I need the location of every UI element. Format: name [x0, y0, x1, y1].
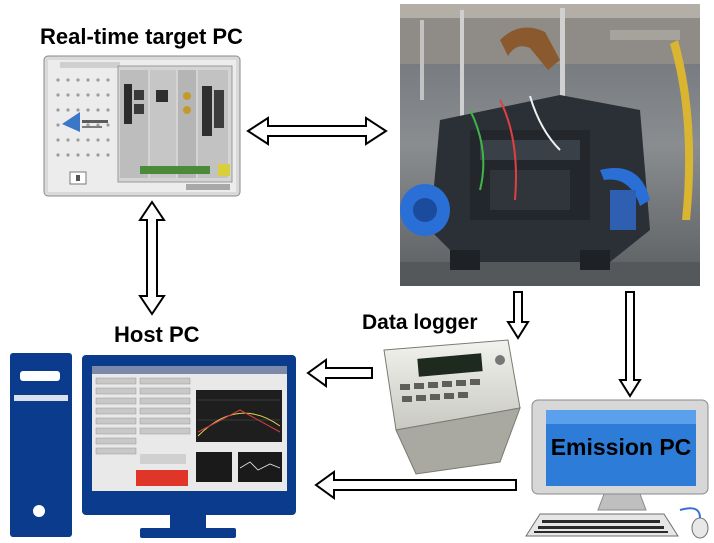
data-logger-label: Data logger — [362, 311, 478, 334]
connector-engine-datalogger — [506, 291, 530, 340]
connector-emission-host — [314, 470, 517, 500]
computer-monitor-icon — [525, 399, 709, 539]
realtime-target-pc-label: Real-time target PC — [40, 24, 243, 49]
desktop-computer-icon — [10, 353, 296, 538]
pxi-chassis-icon — [43, 55, 241, 197]
data-logger-icon — [383, 339, 521, 475]
host-pc-label: Host PC — [114, 322, 200, 347]
engine-photo — [400, 4, 700, 286]
emission-pc-label: Emission PC — [551, 434, 692, 460]
connector-rtpc-host — [138, 200, 166, 316]
connector-rtpc-engine — [246, 116, 388, 146]
connector-datalogger-host — [306, 358, 373, 388]
connector-engine-emission — [618, 291, 642, 398]
